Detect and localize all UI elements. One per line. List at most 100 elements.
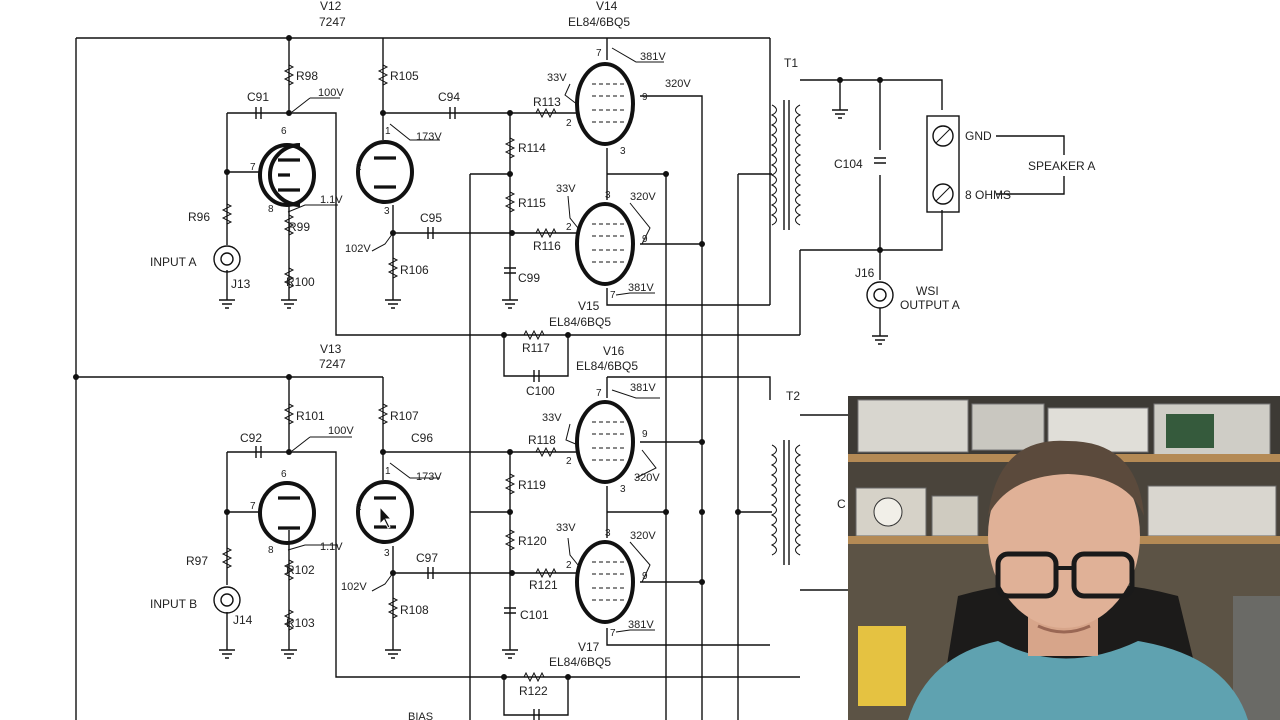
voltage-label: 173V bbox=[416, 471, 442, 483]
schematic-labels: V12 7247 V14 EL84/6BQ5 V15 EL84/6BQ5 R98… bbox=[150, 0, 1095, 720]
pin-label: 1 bbox=[385, 126, 391, 137]
v16-type: EL84/6BQ5 bbox=[576, 359, 638, 373]
resistor-label: R122 bbox=[519, 684, 548, 698]
capacitor-label: C91 bbox=[247, 90, 269, 104]
resistor-label: R100 bbox=[286, 275, 315, 289]
v16-label: V16 bbox=[603, 344, 625, 358]
mouse-cursor bbox=[379, 505, 393, 529]
presenter-webcam bbox=[848, 396, 1280, 720]
resistor-label: R119 bbox=[518, 478, 546, 492]
transformer-t1 bbox=[770, 100, 802, 230]
pin-label: 8 bbox=[268, 545, 274, 556]
capacitor-label: C100 bbox=[526, 384, 555, 398]
tube-v12 bbox=[258, 140, 414, 207]
pin-label: 7 bbox=[610, 290, 616, 301]
v17-label: V17 bbox=[578, 640, 600, 654]
pin-label: 1 bbox=[385, 466, 391, 477]
j16-label: J16 bbox=[855, 266, 875, 280]
voltage-label: 320V bbox=[630, 530, 656, 542]
tube-v16 bbox=[575, 400, 635, 484]
ohms-label: 8 OHMS bbox=[965, 188, 1011, 202]
resistor-label: R102 bbox=[286, 563, 315, 577]
voltage-label: 381V bbox=[628, 619, 654, 631]
pin-label: 3 bbox=[605, 528, 611, 539]
pin-label: 2 bbox=[566, 560, 572, 571]
v17-type: EL84/6BQ5 bbox=[549, 655, 611, 669]
v13-label: V13 bbox=[320, 342, 342, 356]
resistor-label: R120 bbox=[518, 534, 547, 548]
capacitor-label: C94 bbox=[438, 90, 460, 104]
voltage-label: 320V bbox=[665, 78, 691, 90]
pin-label: 3 bbox=[605, 190, 611, 201]
v14-label: V14 bbox=[596, 0, 618, 13]
resistor-label: R121 bbox=[529, 578, 558, 592]
resistor-label: R114 bbox=[518, 141, 546, 155]
tube-v17 bbox=[575, 540, 635, 624]
resistor-label: R99 bbox=[288, 220, 310, 234]
capacitor-label: C92 bbox=[240, 431, 262, 445]
resistor-label: R107 bbox=[390, 409, 419, 423]
tube-v14 bbox=[575, 62, 635, 146]
pin-label: 3 bbox=[620, 484, 626, 495]
capacitor-label: C95 bbox=[420, 211, 442, 225]
pin-label: 7 bbox=[610, 628, 616, 639]
tube-v15 bbox=[575, 202, 635, 286]
resistor-label: R115 bbox=[518, 196, 546, 210]
pin-label: 6 bbox=[281, 126, 287, 137]
resistor-label: R116 bbox=[533, 239, 561, 253]
partial-c-label: C bbox=[837, 497, 846, 511]
pin-label: 3 bbox=[384, 548, 390, 559]
voltage-label: 320V bbox=[630, 191, 656, 203]
capacitor-label: C97 bbox=[416, 551, 438, 565]
resistor-label: R97 bbox=[186, 554, 208, 568]
pin-label: 3 bbox=[620, 146, 626, 157]
v12-type: 7247 bbox=[319, 15, 346, 29]
voltage-label: 100V bbox=[328, 425, 354, 437]
pin-label: 9 bbox=[642, 234, 648, 245]
pin-label: 7 bbox=[596, 48, 602, 59]
voltage-label: 173V bbox=[416, 131, 442, 143]
jack-label: J14 bbox=[233, 613, 253, 627]
voltage-label: 320V bbox=[634, 472, 660, 484]
ws-label: WSI bbox=[916, 284, 939, 298]
voltage-pointers bbox=[287, 47, 664, 633]
resistor-label: R105 bbox=[390, 69, 419, 83]
input-jack-b bbox=[213, 586, 241, 614]
output-jack bbox=[866, 281, 894, 309]
resistor-label: R96 bbox=[188, 210, 210, 224]
bias-label: BIAS bbox=[408, 711, 433, 720]
pin-label: 9 bbox=[642, 429, 648, 440]
webcam-scene bbox=[848, 396, 1280, 720]
voltage-label: 102V bbox=[341, 581, 367, 593]
pin-label: 2 bbox=[356, 502, 362, 513]
v15-type: EL84/6BQ5 bbox=[549, 315, 611, 329]
pin-label: 2 bbox=[566, 118, 572, 129]
voltage-label: 33V bbox=[556, 183, 576, 195]
speaker-label: SPEAKER A bbox=[1028, 159, 1095, 173]
voltage-label: 100V bbox=[318, 87, 344, 99]
resistor-label: R108 bbox=[400, 603, 429, 617]
capacitor-label: C99 bbox=[518, 271, 540, 285]
voltage-label: 381V bbox=[640, 51, 666, 63]
input-a-label: INPUT A bbox=[150, 255, 196, 269]
t2-label: T2 bbox=[786, 389, 800, 403]
v12-label: V12 bbox=[320, 0, 342, 13]
c104-label: C104 bbox=[834, 157, 863, 171]
pin-label: 2 bbox=[356, 162, 362, 173]
resistor-label: R106 bbox=[400, 263, 429, 277]
capacitor-symbols bbox=[255, 107, 886, 720]
v13-type: 7247 bbox=[319, 357, 346, 371]
gnd-label: GND bbox=[965, 129, 992, 143]
jack-label: J13 bbox=[231, 277, 251, 291]
pin-label: 8 bbox=[268, 204, 274, 215]
capacitor-label: C96 bbox=[411, 431, 433, 445]
input-b-label: INPUT B bbox=[150, 597, 197, 611]
voltage-label: 33V bbox=[542, 412, 562, 424]
resistor-label: R98 bbox=[296, 69, 318, 83]
speaker-terminals bbox=[926, 115, 960, 213]
pin-label: 2 bbox=[566, 222, 572, 233]
voltage-label: 33V bbox=[556, 522, 576, 534]
voltage-label: 1.1V bbox=[320, 541, 343, 553]
